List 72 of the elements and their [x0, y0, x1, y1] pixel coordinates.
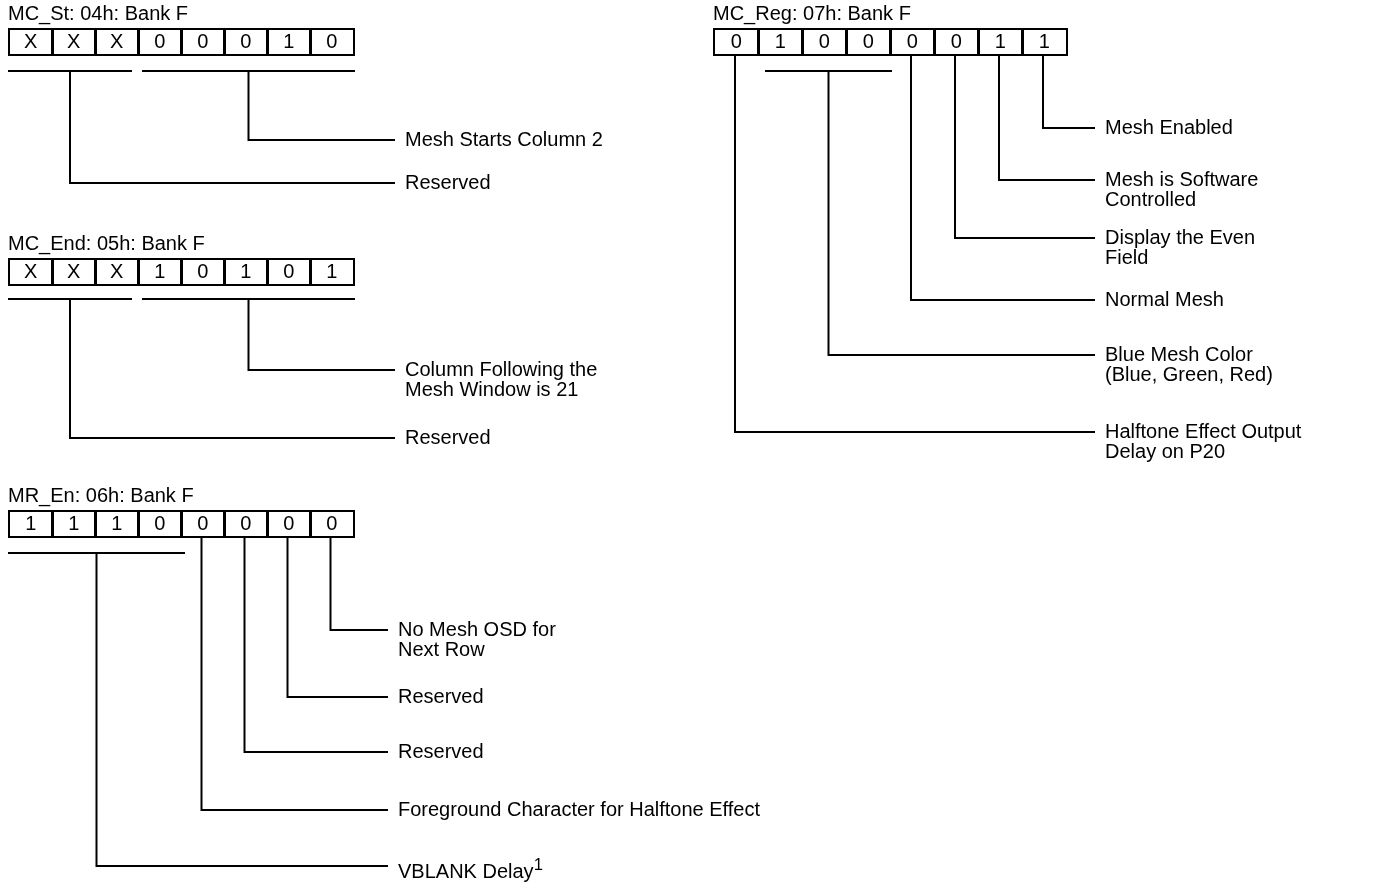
field-description: Display the Even Field — [1095, 227, 1295, 267]
field-description: Reserved — [388, 741, 484, 761]
bit-cell: 1 — [757, 28, 804, 56]
leader-line — [247, 299, 396, 371]
leader-line — [1042, 55, 1096, 129]
register-title: MC_End: 05h: Bank F — [8, 232, 205, 254]
register-title: MC_St: 04h: Bank F — [8, 2, 189, 24]
bit-cell: 0 — [801, 28, 848, 56]
leader-line — [247, 71, 396, 141]
field-description: Foreground Character for Halftone Effect — [388, 799, 761, 819]
leader-line — [95, 553, 389, 867]
bit-cell: 0 — [266, 510, 312, 538]
bit-cell: 0 — [137, 510, 183, 538]
bit-cell: 1 — [309, 258, 355, 286]
bit-cell: 1 — [137, 258, 183, 286]
bit-cell: 0 — [180, 28, 226, 56]
bit-cell: 0 — [933, 28, 980, 56]
field-description: Blue Mesh Color (Blue, Green, Red) — [1095, 344, 1290, 384]
bit-group-underline — [142, 70, 355, 72]
bit-cell: 1 — [1021, 28, 1068, 56]
bit-group-underline — [8, 298, 132, 300]
leader-line — [243, 537, 389, 753]
bit-cell: X — [94, 258, 140, 286]
bit-cell: X — [51, 28, 97, 56]
register-title: MC_Reg: 07h: Bank F — [713, 2, 911, 24]
bit-cell: X — [51, 258, 97, 286]
leader-line — [69, 299, 396, 439]
field-description: Reserved — [395, 172, 491, 192]
field-description: Reserved — [395, 427, 491, 447]
field-description: Normal Mesh — [1095, 289, 1224, 309]
leader-line — [734, 55, 1096, 433]
leader-line — [998, 55, 1096, 181]
bit-cell: 1 — [266, 28, 312, 56]
leader-line — [954, 55, 1096, 239]
leader-line — [69, 71, 396, 184]
bit-cell: 0 — [889, 28, 936, 56]
bit-cell: 0 — [223, 510, 269, 538]
bit-cell: 0 — [180, 510, 226, 538]
bit-cell: 1 — [51, 510, 97, 538]
field-description: Mesh is Software Controlled — [1095, 169, 1325, 209]
field-description: No Mesh OSD for Next Row — [388, 619, 598, 659]
bit-cell: 1 — [223, 258, 269, 286]
field-description: Reserved — [388, 686, 484, 706]
bit-cell: 0 — [309, 28, 355, 56]
field-description: Halftone Effect Output Delay on P20 — [1095, 421, 1330, 461]
bit-cell: 0 — [266, 258, 312, 286]
register-title: MR_En: 06h: Bank F — [8, 484, 194, 506]
bit-cell: 0 — [180, 258, 226, 286]
bit-cell: 0 — [713, 28, 760, 56]
bit-group-underline — [765, 70, 892, 72]
field-description: Column Following the Mesh Window is 21 — [395, 359, 645, 399]
bit-cell: X — [94, 28, 140, 56]
leader-line — [329, 537, 389, 631]
bit-cell: 0 — [223, 28, 269, 56]
bit-cell: X — [8, 28, 54, 56]
leader-line — [286, 537, 389, 698]
bit-cell: X — [8, 258, 54, 286]
field-description: Mesh Enabled — [1095, 117, 1233, 137]
bit-group-underline — [8, 70, 132, 72]
bit-cell: 0 — [845, 28, 892, 56]
leader-line — [827, 71, 1096, 356]
bit-cell: 0 — [137, 28, 183, 56]
bit-cell: 1 — [94, 510, 140, 538]
bit-group-underline — [8, 552, 185, 554]
bit-group-underline — [142, 298, 355, 300]
bit-cell: 0 — [309, 510, 355, 538]
bit-cell: 1 — [977, 28, 1024, 56]
field-description: Mesh Starts Column 2 — [395, 129, 603, 149]
field-description: VBLANK Delay$^{1}$ — [388, 855, 543, 881]
bit-cell: 1 — [8, 510, 54, 538]
leader-line — [200, 537, 389, 811]
leader-line — [910, 55, 1096, 301]
